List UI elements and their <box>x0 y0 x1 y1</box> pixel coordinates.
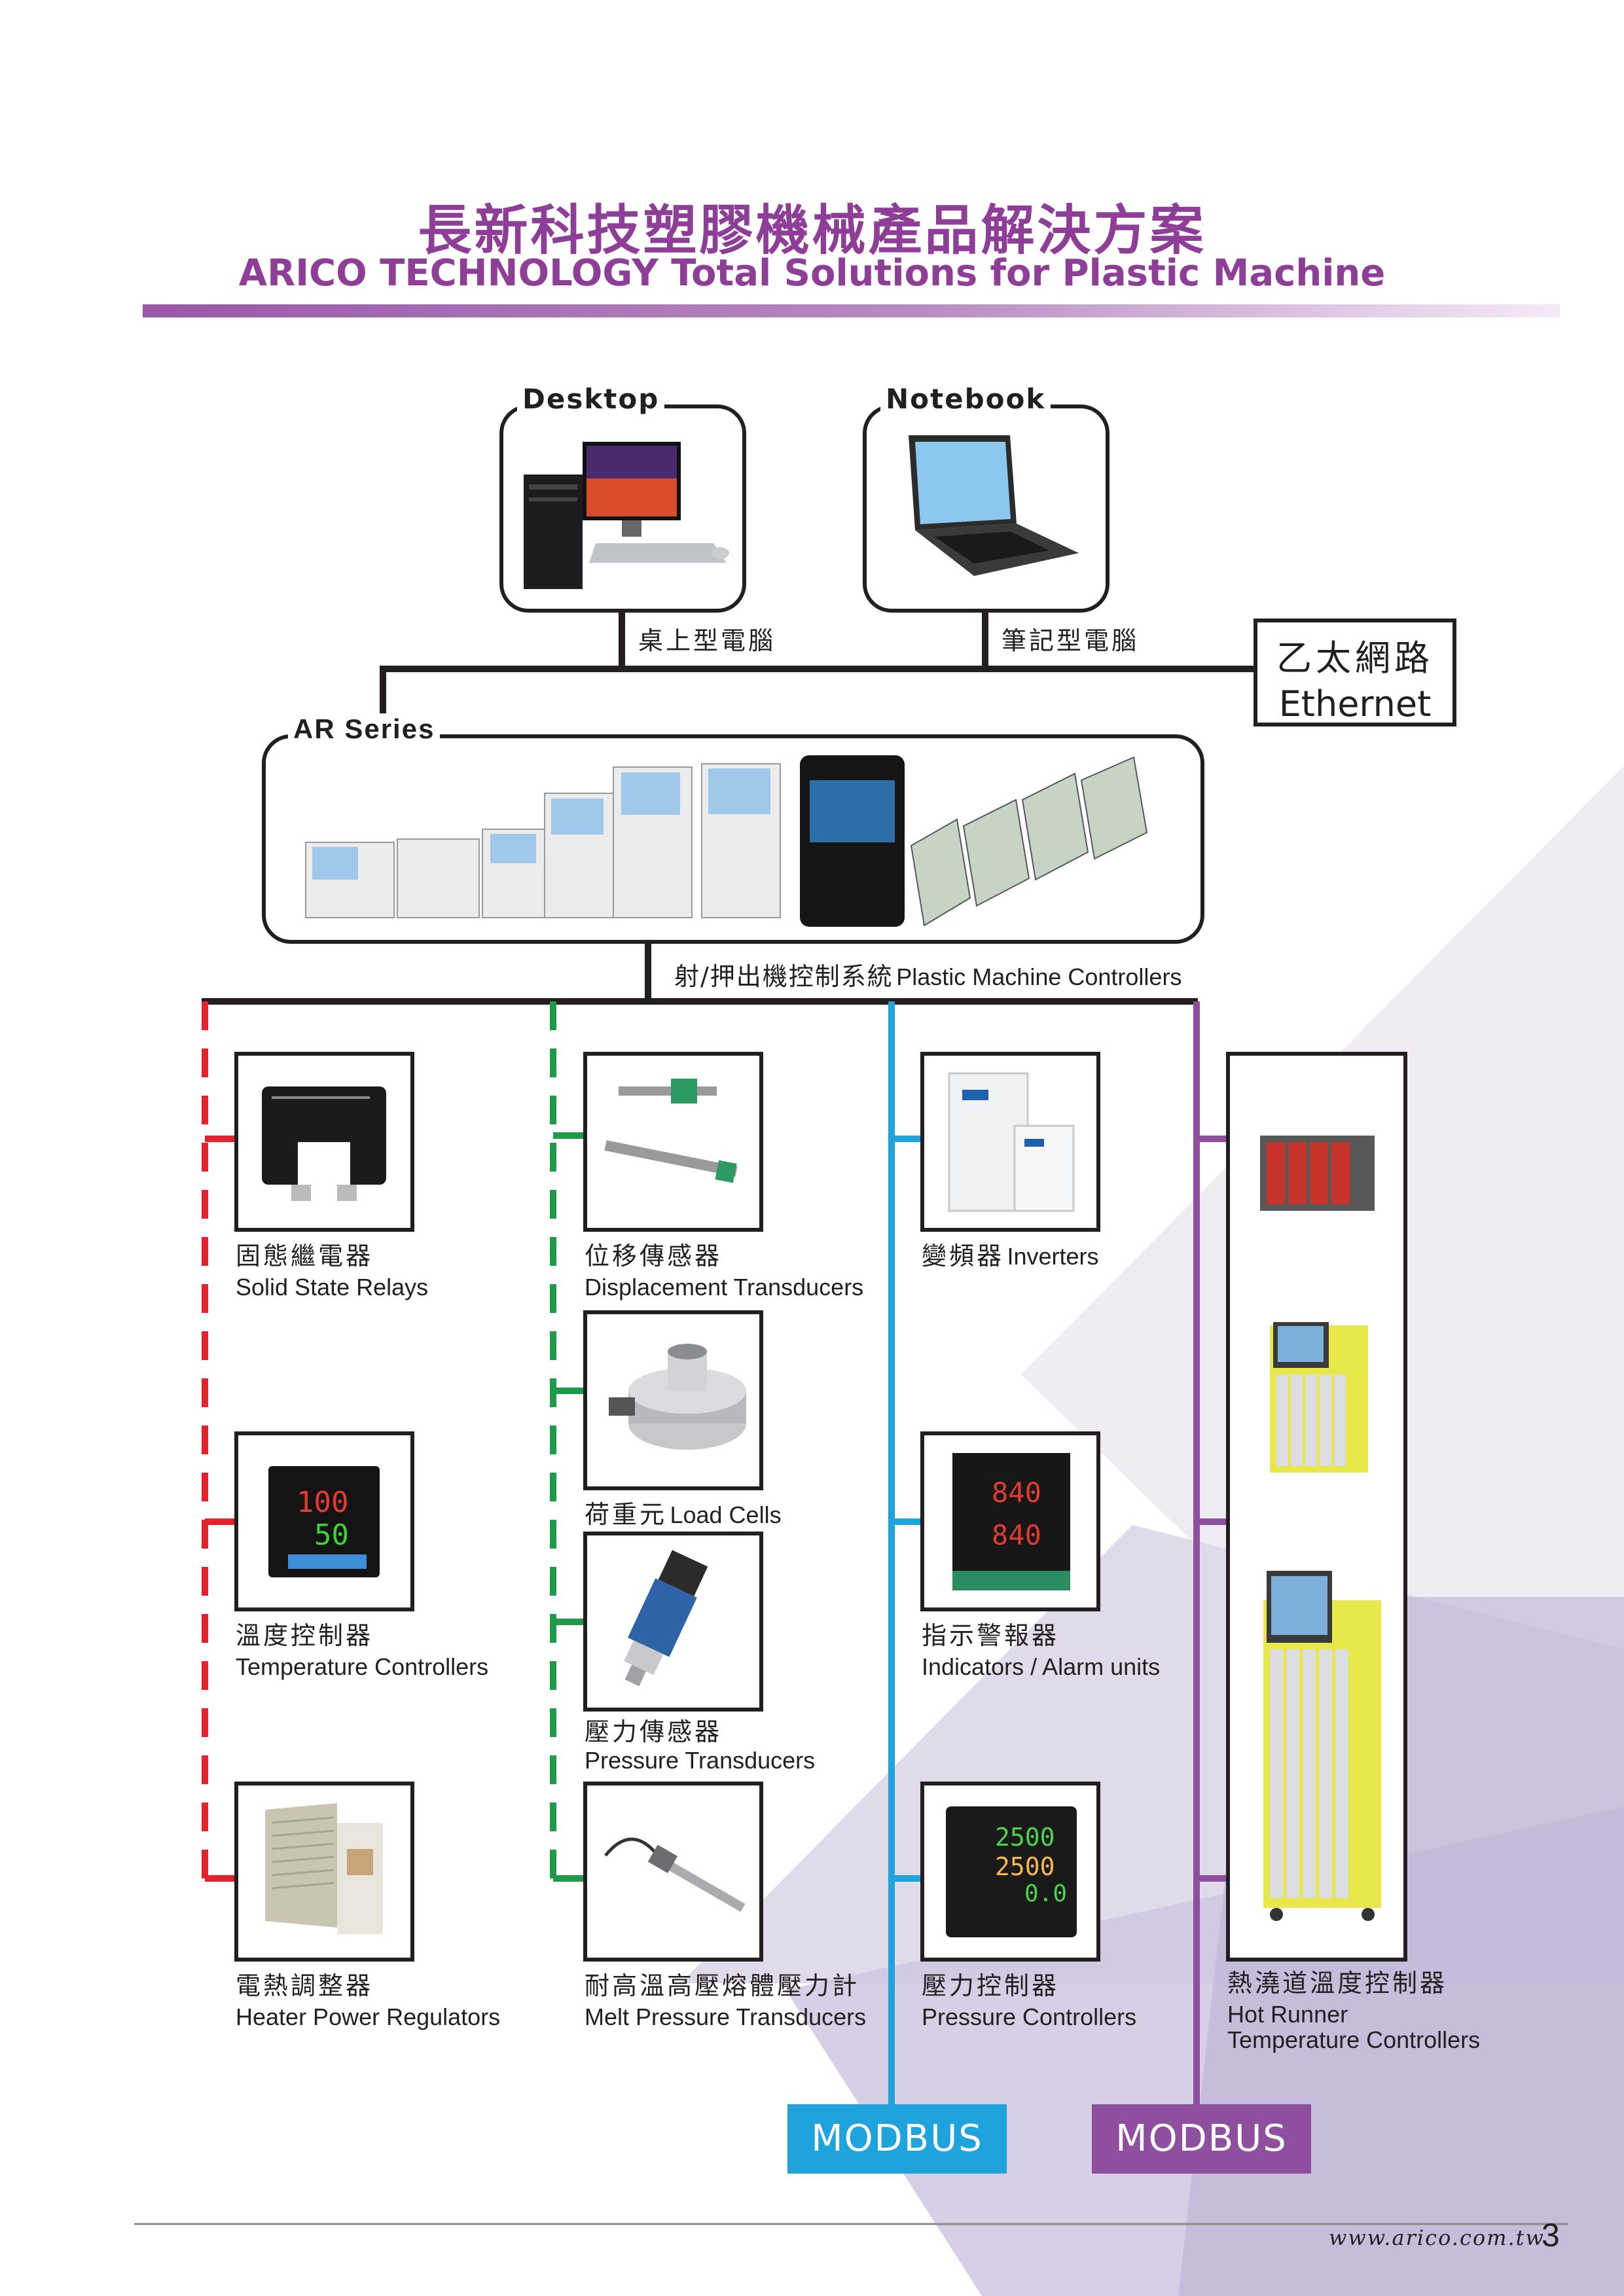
modbus-badge-purple: MODBUS <box>1092 2104 1311 2174</box>
displacement-transducer-caption: 位移傳感器 Displacement Transducers <box>585 1240 863 1303</box>
melt-pressure-transducer-cn: 耐高溫高壓熔體壓力計 <box>585 1971 860 2000</box>
displacement-transducer-cn: 位移傳感器 <box>585 1242 723 1270</box>
hot-runner-en-2: Temperature Controllers <box>1227 2026 1481 2054</box>
controllers-caption-cn: 射/押出機控制系統 <box>674 962 893 991</box>
hot-runner-en-1: Hot Runner <box>1227 2000 1348 2028</box>
solid-state-relay-cn: 固態繼電器 <box>236 1242 374 1270</box>
notebook-computer-icon <box>909 435 1079 576</box>
heater-power-regulator-caption: 電熱調整器 Heater Power Regulators <box>236 1970 500 2033</box>
pressure-transducer-en: Pressure Transducers <box>585 1746 816 1774</box>
pressure-controller-caption: 壓力控制器 Pressure Controllers <box>922 1970 1136 2033</box>
pressure-readout-2: 2500 <box>995 1852 1055 1881</box>
pressure-transducer-cn: 壓力傳感器 <box>585 1717 723 1746</box>
purple-bus-line <box>1193 1001 1227 2104</box>
indicator-alarm-en: Indicators / Alarm units <box>922 1653 1161 1681</box>
blue-bus-line <box>888 1001 922 2104</box>
melt-pressure-transducer-icon <box>604 1837 746 1912</box>
indicator-readout-2: 840 <box>992 1519 1041 1551</box>
notebook-caption: 筆記型電腦 <box>1001 626 1140 655</box>
controllers-caption-en: Plastic Machine Controllers <box>896 963 1182 990</box>
green-bus-line <box>550 1001 585 1882</box>
ar-series-label: AR Series <box>288 713 441 745</box>
inverter-cn: 變頻器 <box>922 1242 1005 1270</box>
hot-runner-caption: 熱澆道溫度控制器 Hot Runner Temperature Controll… <box>1227 1969 1481 2054</box>
hot-runner-cn: 熱澆道溫度控制器 <box>1227 1969 1448 1998</box>
pressure-readout-1: 2500 <box>995 1823 1055 1852</box>
load-cell-cn: 荷重元 <box>585 1500 668 1529</box>
heater-power-regulator-icon <box>265 1803 383 1934</box>
title-underline-bar <box>143 304 1560 317</box>
temperature-controller-caption: 溫度控制器 Temperature Controllers <box>236 1620 488 1683</box>
melt-pressure-transducer-en: Melt Pressure Transducers <box>585 2003 867 2031</box>
pressure-transducer-icon <box>624 1550 708 1687</box>
ethernet-label-en: Ethernet <box>1278 683 1432 725</box>
pressure-readout-3: 0.0 <box>1024 1880 1067 1907</box>
ar-series-controllers-icon <box>305 755 1148 927</box>
indicator-alarm-caption: 指示警報器 Indicators / Alarm units <box>922 1620 1160 1683</box>
displacement-transducer-icon <box>604 1079 738 1183</box>
temp-pv-readout: 100 <box>297 1486 348 1519</box>
desktop-computer-icon <box>524 442 729 589</box>
temperature-controller-icon: 100 50 <box>268 1466 380 1577</box>
indicator-readout-1: 840 <box>992 1477 1041 1509</box>
solid-state-relay-icon <box>262 1086 386 1201</box>
modbus-badge-blue: MODBUS <box>787 2104 1007 2174</box>
desktop-label: Desktop <box>517 383 665 415</box>
load-cell-caption: 荷重元 Load Cells <box>585 1499 782 1531</box>
page-title-cn: 長新科技塑膠機械產品解決方案 <box>418 200 1206 262</box>
displacement-transducer-en: Displacement Transducers <box>585 1274 864 1301</box>
inverter-en: Inverters <box>1007 1243 1099 1270</box>
inverter-caption: 變頻器 Inverters <box>922 1240 1099 1272</box>
footer-url: www.arico.com.tw <box>1329 2225 1545 2250</box>
red-bus-line <box>202 1001 236 1882</box>
indicator-alarm-cn: 指示警報器 <box>922 1621 1060 1650</box>
ethernet-box: 乙太網路 Ethernet <box>1254 619 1456 726</box>
melt-pressure-transducer-caption: 耐高溫高壓熔體壓力計 Melt Pressure Transducers <box>585 1970 866 2033</box>
temperature-controller-cn: 溫度控制器 <box>236 1621 374 1650</box>
notebook-label: Notebook <box>880 383 1051 415</box>
heater-power-regulator-cn: 電熱調整器 <box>236 1971 374 2000</box>
desktop-caption: 桌上型電腦 <box>638 626 776 655</box>
load-cell-en: Load Cells <box>670 1501 782 1528</box>
pressure-controller-en: Pressure Controllers <box>922 2003 1137 2031</box>
solid-state-relay-caption: 固態繼電器 Solid State Relays <box>236 1240 428 1303</box>
ethernet-label-cn: 乙太網路 <box>1276 637 1434 679</box>
heater-power-regulator-en: Heater Power Regulators <box>236 2003 501 2031</box>
ethernet-lines <box>202 612 1257 1005</box>
hot-runner-controller-icon <box>1260 1136 1381 1921</box>
indicator-alarm-icon: 840 840 <box>952 1453 1070 1590</box>
solid-state-relay-en: Solid State Relays <box>236 1274 429 1301</box>
page-number: 3 <box>1542 2217 1560 2253</box>
pressure-controller-icon: 2500 2500 0.0 <box>946 1806 1077 1937</box>
page-title-en: ARICO TECHNOLOGY Total Solutions for Pla… <box>238 252 1386 295</box>
temperature-controller-en: Temperature Controllers <box>236 1653 489 1681</box>
temp-sv-readout: 50 <box>314 1518 349 1552</box>
pressure-transducer-caption: 壓力傳感器 Pressure Transducers <box>585 1717 816 1774</box>
inverter-icon <box>948 1072 1075 1212</box>
load-cell-icon <box>609 1344 746 1450</box>
pressure-controller-cn: 壓力控制器 <box>922 1971 1060 2000</box>
controllers-caption: 射/押出機控制系統 Plastic Machine Controllers <box>674 961 1182 993</box>
